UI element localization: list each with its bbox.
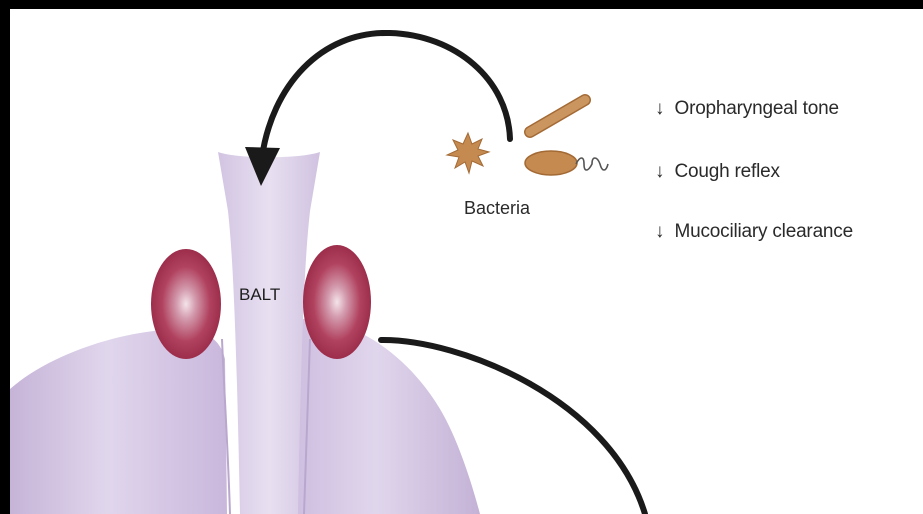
effect-text: Oropharyngeal tone — [674, 98, 838, 119]
effect-text: Cough reflex — [674, 161, 779, 182]
balt-nodule-left — [151, 249, 221, 359]
down-arrow-icon: ↓ — [655, 98, 664, 119]
bacteria-cluster — [447, 100, 608, 175]
effect-item-cough-reflex: ↓ Cough reflex — [655, 161, 780, 183]
coccus-icon — [447, 133, 489, 173]
flagellated-bacterium-icon — [525, 151, 608, 175]
down-arrow-icon: ↓ — [655, 221, 664, 242]
effect-item-mucociliary-clearance: ↓ Mucociliary clearance — [655, 221, 853, 243]
airway-diagram — [10, 9, 923, 514]
balt-nodule-right — [303, 245, 371, 359]
effect-item-oropharyngeal-tone: ↓ Oropharyngeal tone — [655, 98, 839, 120]
down-arrow-icon: ↓ — [655, 161, 664, 182]
diagram-panel: Bacteria BALT ↓ Oropharyngeal tone ↓ Cou… — [10, 9, 923, 514]
bacillus-icon — [530, 100, 585, 132]
bacteria-label: Bacteria — [464, 198, 530, 219]
balt-label: BALT — [239, 285, 280, 305]
effect-text: Mucociliary clearance — [674, 221, 852, 242]
